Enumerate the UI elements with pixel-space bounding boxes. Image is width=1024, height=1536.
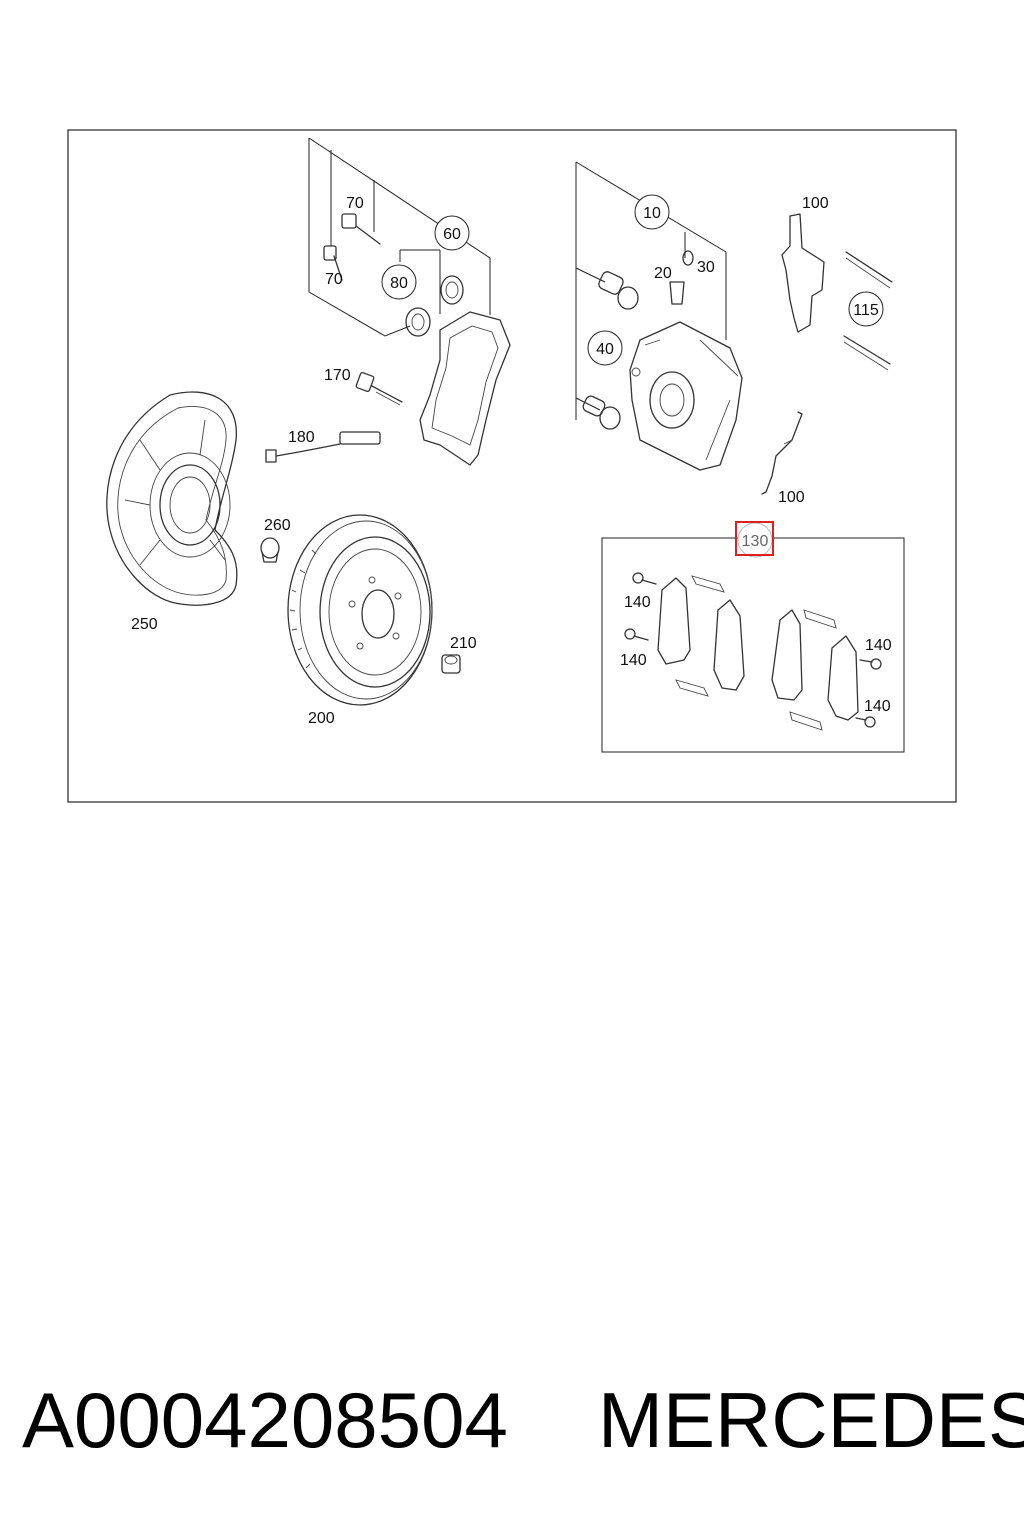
pad-set-frame: [601, 537, 905, 753]
highlight-box: [735, 521, 774, 556]
wear-sensor-180: [265, 431, 381, 463]
bolt-70-upper: [341, 213, 381, 245]
brake-disc-200: [287, 514, 433, 706]
callout-label-60: 60: [443, 226, 461, 243]
callout-label-115: 115: [853, 302, 879, 319]
bleed-screw-20: [669, 281, 685, 305]
label-100-lower: 100: [778, 489, 805, 506]
bolt-70-lower: [323, 245, 343, 281]
brake-exploded-diagram: 10 60 80 40 115 130 70 70 100 100 20 30 …: [67, 129, 957, 803]
guide-sleeve-40-upper: [598, 271, 639, 310]
bolt-140-d: [855, 716, 876, 728]
callout-label-130: 130: [742, 533, 769, 550]
callout-label-80: 80: [390, 275, 408, 292]
bushing-80: [405, 307, 431, 337]
retaining-spring-100-upper: [781, 213, 825, 333]
callout-10[interactable]: 10: [634, 194, 670, 230]
label-20: 20: [654, 265, 672, 282]
label-70-upper: 70: [346, 195, 364, 212]
brake-pad-set-130: [657, 575, 859, 731]
bolt-170: [355, 372, 403, 406]
bushing-60: [440, 275, 464, 305]
brand-name: MERCEDES: [598, 1376, 1024, 1464]
guide-sleeve-40-lower: [582, 395, 621, 430]
callout-60[interactable]: 60: [434, 215, 470, 251]
callout-label-10: 10: [643, 205, 661, 222]
bolt-140-a: [632, 572, 657, 585]
bolt-140-c: [859, 658, 882, 670]
label-140-c: 140: [865, 637, 892, 654]
label-170: 170: [324, 367, 351, 384]
label-70-lower: 70: [325, 271, 343, 288]
guide-pin-115-lower: [843, 335, 891, 371]
label-140-a: 140: [624, 594, 651, 611]
label-180: 180: [288, 429, 315, 446]
brake-caliper-10: [629, 321, 743, 471]
label-140-d: 140: [864, 698, 891, 715]
callout-40[interactable]: 40: [587, 330, 623, 366]
label-260: 260: [264, 517, 291, 534]
footer: A0004208504 MERCEDES: [0, 1360, 1024, 1480]
caliper-group-leaders: [575, 161, 727, 420]
part-number: A0004208504: [22, 1376, 508, 1464]
retaining-spring-100-lower: [761, 411, 803, 495]
label-100-upper: 100: [802, 195, 829, 212]
label-250: 250: [131, 616, 158, 633]
caliper-carrier: [419, 311, 511, 466]
label-200: 200: [308, 710, 335, 727]
label-140-b: 140: [620, 652, 647, 669]
callout-130-highlighted[interactable]: 130: [735, 521, 774, 558]
bleed-cap-30: [682, 250, 694, 266]
callout-115[interactable]: 115: [848, 291, 884, 327]
splash-shield-250: [106, 391, 238, 606]
callout-label-40: 40: [596, 341, 614, 358]
guide-pin-115-upper: [845, 251, 893, 289]
diagram-frame: [67, 129, 957, 803]
bolt-140-b: [624, 628, 649, 641]
callout-80[interactable]: 80: [381, 264, 417, 300]
bolt-260: [260, 537, 280, 563]
label-30: 30: [697, 259, 715, 276]
nut-210: [441, 654, 461, 674]
label-210: 210: [450, 635, 477, 652]
